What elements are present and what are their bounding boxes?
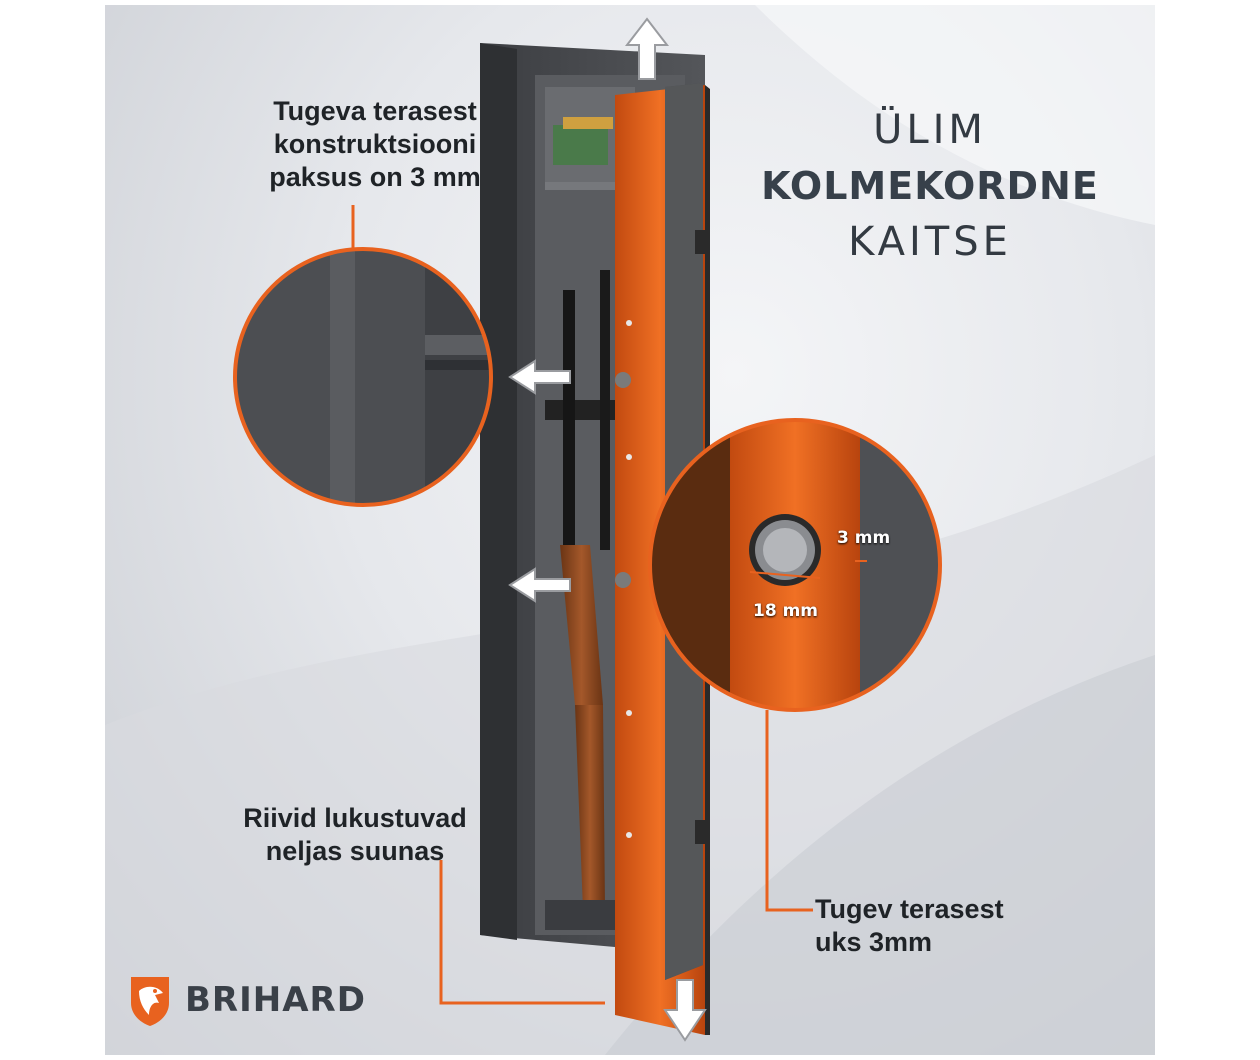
headline-line-1: ÜLIM <box>873 107 987 153</box>
rails-callout-line <box>439 860 605 1005</box>
brand-logo: BRIHARD <box>127 973 366 1027</box>
door-caption: Tugev terasest uks 3mm <box>815 894 1004 957</box>
headline-line-2: KOLMEKORDNE <box>761 164 1099 208</box>
product-image-panel: Tugeva terasest konstruktsiooni paksus o… <box>105 5 1155 1055</box>
headline: ÜLIM KOLMEKORDNE KAITSE <box>735 103 1125 269</box>
left-arrow-icon <box>508 359 571 395</box>
safe-illustration <box>233 17 942 1042</box>
down-arrow-icon <box>663 979 707 1042</box>
headline-line-3: KAITSE <box>848 219 1012 265</box>
rails-caption: Riivid lukustuvad neljas suunas <box>243 803 467 866</box>
bolt-gap-label: 3 mm <box>837 528 891 548</box>
zoom-circle-construction <box>233 205 493 507</box>
bolt-diameter-label: 18 mm <box>753 601 819 621</box>
left-arrow-icon <box>508 567 571 603</box>
up-arrow-icon <box>624 17 670 80</box>
construction-caption: Tugeva terasest konstruktsiooni paksus o… <box>269 96 481 192</box>
eagle-logo-icon <box>131 977 169 1026</box>
gun-safe <box>480 43 710 1035</box>
brand-name: BRIHARD <box>185 980 366 1020</box>
